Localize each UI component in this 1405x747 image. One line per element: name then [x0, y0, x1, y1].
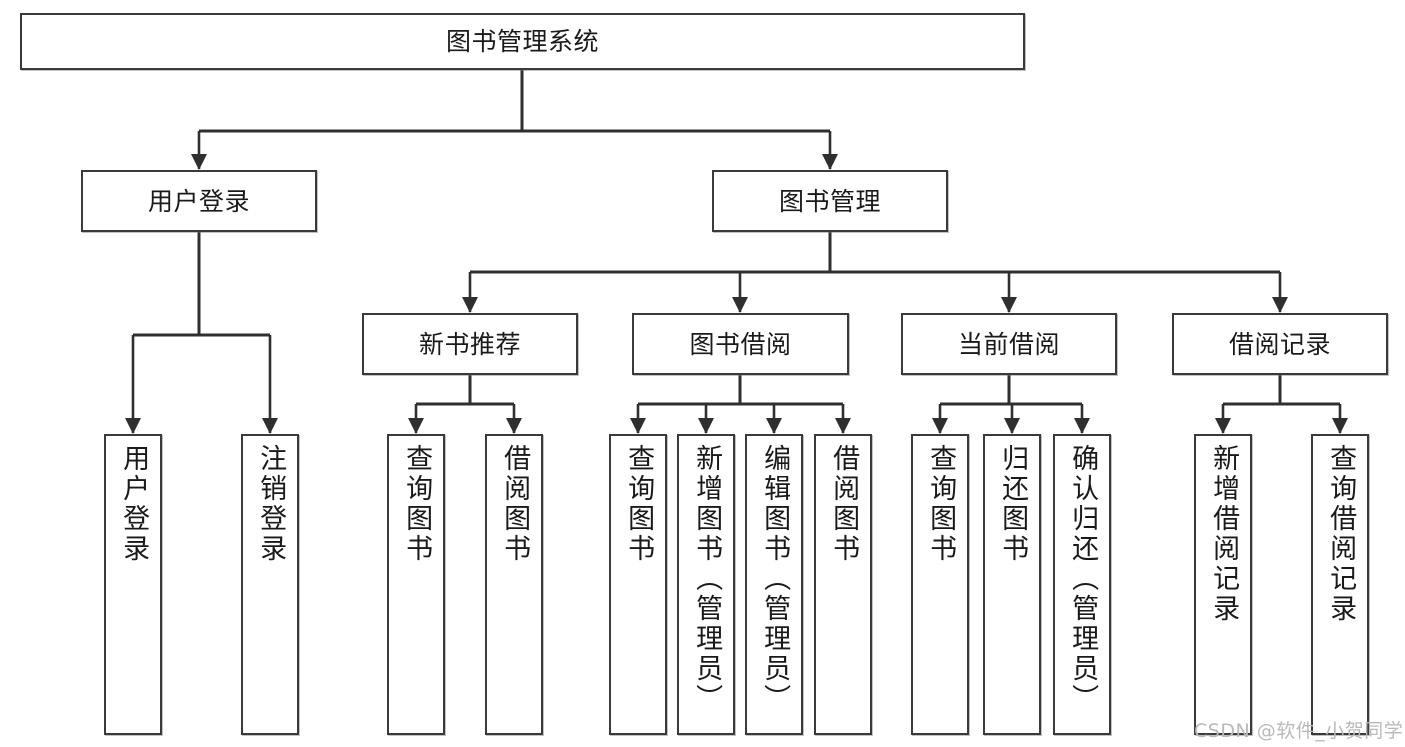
connector-edges — [124, 70, 1349, 434]
node-leaf-query-book-rec[interactable]: 查询图书 — [387, 434, 445, 735]
node-leaf-edit-book[interactable]: 编辑图书（管理员） — [745, 434, 803, 735]
node-new-book-rec[interactable]: 新书推荐 — [362, 313, 578, 375]
node-label: 用户登录 — [147, 186, 250, 216]
node-leaf-add-record[interactable]: 新增借阅记录 — [1194, 434, 1252, 735]
node-label: 用户登录 — [118, 444, 150, 564]
node-leaf-borrow-book-bor[interactable]: 借阅图书 — [814, 434, 872, 735]
node-label: 查询图书 — [623, 444, 655, 564]
node-book-manage[interactable]: 图书管理 — [712, 170, 948, 232]
node-root-system-title[interactable]: 图书管理系统 — [20, 13, 1025, 70]
node-label: 查询图书 — [925, 444, 957, 564]
node-label: 图书管理系统 — [445, 27, 599, 56]
node-borrow-record[interactable]: 借阅记录 — [1172, 313, 1388, 375]
node-leaf-borrow-book-rec[interactable]: 借阅图书 — [485, 434, 543, 735]
node-label: 图书借阅 — [689, 329, 792, 359]
node-leaf-query-book-bor[interactable]: 查询图书 — [609, 434, 667, 735]
node-label: 注销登录 — [255, 444, 287, 564]
node-label: 编辑图书（管理员） — [759, 444, 791, 714]
node-label: 新增借阅记录 — [1208, 444, 1240, 624]
node-label: 确认归还（管理员） — [1067, 444, 1099, 714]
csdn-watermark: CSDN @软件_小贺同学 — [1194, 720, 1404, 742]
node-leaf-user-login[interactable]: 用户登录 — [104, 434, 162, 735]
node-leaf-add-book[interactable]: 新增图书（管理员） — [677, 434, 735, 735]
node-leaf-logout-login[interactable]: 注销登录 — [241, 434, 299, 735]
node-label: 借阅图书 — [828, 444, 860, 564]
node-label: 查询图书 — [401, 444, 433, 564]
node-leaf-confirm-return[interactable]: 确认归还（管理员） — [1053, 434, 1111, 735]
node-leaf-return-book[interactable]: 归还图书 — [983, 434, 1041, 735]
node-label: 新书推荐 — [418, 329, 521, 359]
node-label: 当前借阅 — [957, 329, 1060, 359]
node-book-borrow[interactable]: 图书借阅 — [632, 313, 849, 375]
node-user-login[interactable]: 用户登录 — [81, 170, 317, 232]
node-label: 新增图书（管理员） — [691, 444, 723, 714]
node-label: 借阅图书 — [499, 444, 531, 564]
node-current-borrow[interactable]: 当前借阅 — [901, 313, 1117, 375]
node-label: 借阅记录 — [1228, 329, 1331, 359]
node-label: 归还图书 — [997, 444, 1029, 564]
node-label: 图书管理 — [778, 186, 881, 216]
node-leaf-query-record[interactable]: 查询借阅记录 — [1311, 434, 1369, 735]
node-leaf-query-book-cur[interactable]: 查询图书 — [911, 434, 969, 735]
node-label: 查询借阅记录 — [1325, 444, 1357, 624]
